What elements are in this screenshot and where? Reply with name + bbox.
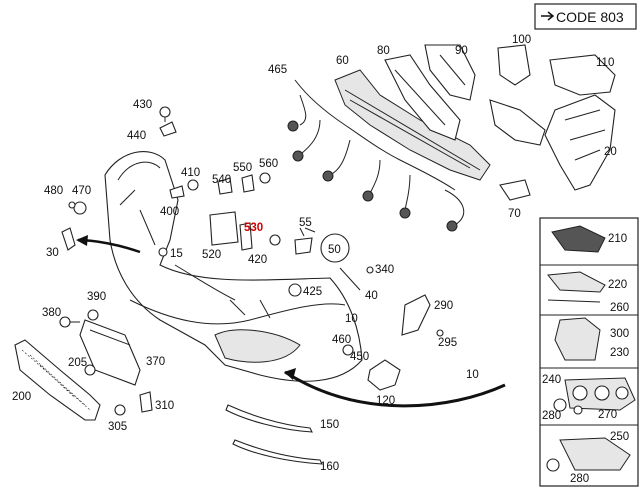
callout-20[interactable]: 20 <box>604 146 617 158</box>
callout-labels: 10 10 15 20 30 40 50 55 60 70 80 90 100 … <box>12 34 629 485</box>
trim-strip-150[interactable] <box>225 404 313 433</box>
inset-210[interactable] <box>551 225 606 253</box>
code-label: CODE 803 <box>556 9 624 25</box>
callout-250[interactable]: 250 <box>610 431 629 443</box>
inset-panels <box>539 217 639 487</box>
callout-150[interactable]: 150 <box>320 419 339 431</box>
callout-290[interactable]: 290 <box>434 300 453 312</box>
callout-50[interactable]: 50 <box>328 244 341 256</box>
callout-205[interactable]: 205 <box>68 357 87 369</box>
bracket-80[interactable] <box>384 54 461 141</box>
impact-absorber[interactable] <box>334 69 491 181</box>
bracket-right-upper[interactable] <box>489 99 546 146</box>
callout-10-cover[interactable]: 10 <box>345 313 358 325</box>
callout-560[interactable]: 560 <box>259 158 278 170</box>
side-bracket-20[interactable] <box>544 94 616 191</box>
callout-440[interactable]: 440 <box>127 130 146 142</box>
callout-520[interactable]: 520 <box>202 249 221 261</box>
callout-310[interactable]: 310 <box>155 400 174 412</box>
callout-90[interactable]: 90 <box>455 45 468 57</box>
bracket-120[interactable] <box>367 359 401 391</box>
callout-410[interactable]: 410 <box>181 167 200 179</box>
callout-280-lower[interactable]: 280 <box>570 473 589 485</box>
callout-390[interactable]: 390 <box>87 291 106 303</box>
part-290[interactable] <box>401 294 431 336</box>
callout-305[interactable]: 305 <box>108 421 127 433</box>
callout-430[interactable]: 430 <box>133 99 152 111</box>
callout-300[interactable]: 300 <box>610 328 629 340</box>
inset-300-230[interactable] <box>554 317 601 361</box>
inset-240-270-280[interactable] <box>553 377 636 415</box>
callout-55[interactable]: 55 <box>299 217 312 229</box>
callout-270[interactable]: 270 <box>598 409 617 421</box>
callout-60[interactable]: 60 <box>336 55 349 67</box>
callout-480[interactable]: 480 <box>44 185 63 197</box>
callout-280-upper[interactable]: 280 <box>542 410 561 422</box>
part-295[interactable] <box>436 329 444 337</box>
callout-10[interactable]: 10 <box>466 369 479 381</box>
callout-110[interactable]: 110 <box>596 57 614 69</box>
callout-220[interactable]: 220 <box>608 279 627 291</box>
callout-160[interactable]: 160 <box>320 461 339 473</box>
callout-30[interactable]: 30 <box>46 247 59 259</box>
code-box: CODE 803 <box>534 3 637 30</box>
callout-550[interactable]: 550 <box>233 162 252 174</box>
callout-420[interactable]: 420 <box>248 254 267 266</box>
callout-240[interactable]: 240 <box>542 374 561 386</box>
callout-380[interactable]: 380 <box>42 307 61 319</box>
callout-370[interactable]: 370 <box>146 356 165 368</box>
callout-260[interactable]: 260 <box>610 302 629 314</box>
callout-70[interactable]: 70 <box>508 208 521 220</box>
bumper-cover[interactable] <box>104 151 363 382</box>
callout-230[interactable]: 230 <box>610 347 629 359</box>
callout-460[interactable]: 460 <box>332 334 351 346</box>
inset-220-260[interactable] <box>547 271 606 303</box>
callout-100[interactable]: 100 <box>512 34 531 46</box>
callout-295[interactable]: 295 <box>438 337 457 349</box>
callout-530-highlighted[interactable]: 530 <box>244 222 263 234</box>
callout-15[interactable]: 15 <box>170 248 183 260</box>
bracket-110[interactable] <box>549 54 616 96</box>
curved-arrow-right <box>284 370 506 408</box>
callout-540[interactable]: 540 <box>212 174 231 186</box>
callout-80[interactable]: 80 <box>377 45 390 57</box>
callout-210[interactable]: 210 <box>608 233 627 245</box>
trim-strip-160[interactable] <box>232 439 323 465</box>
callout-40[interactable]: 40 <box>365 290 378 302</box>
callout-465[interactable]: 465 <box>268 64 287 76</box>
bracket-90[interactable] <box>424 44 476 101</box>
callout-425[interactable]: 425 <box>303 286 322 298</box>
callout-200[interactable]: 200 <box>12 391 31 403</box>
fastener-parts <box>59 106 374 416</box>
part-70[interactable] <box>499 179 531 201</box>
callout-450[interactable]: 450 <box>350 351 369 363</box>
inset-250-280[interactable] <box>546 437 631 472</box>
wiring-harness[interactable] <box>287 79 465 232</box>
callout-400[interactable]: 400 <box>160 206 179 218</box>
bracket-100[interactable] <box>497 44 531 86</box>
callout-470[interactable]: 470 <box>72 185 91 197</box>
lower-grille-200[interactable] <box>14 339 101 421</box>
callout-120[interactable]: 120 <box>376 395 395 407</box>
callout-340[interactable]: 340 <box>375 264 394 276</box>
